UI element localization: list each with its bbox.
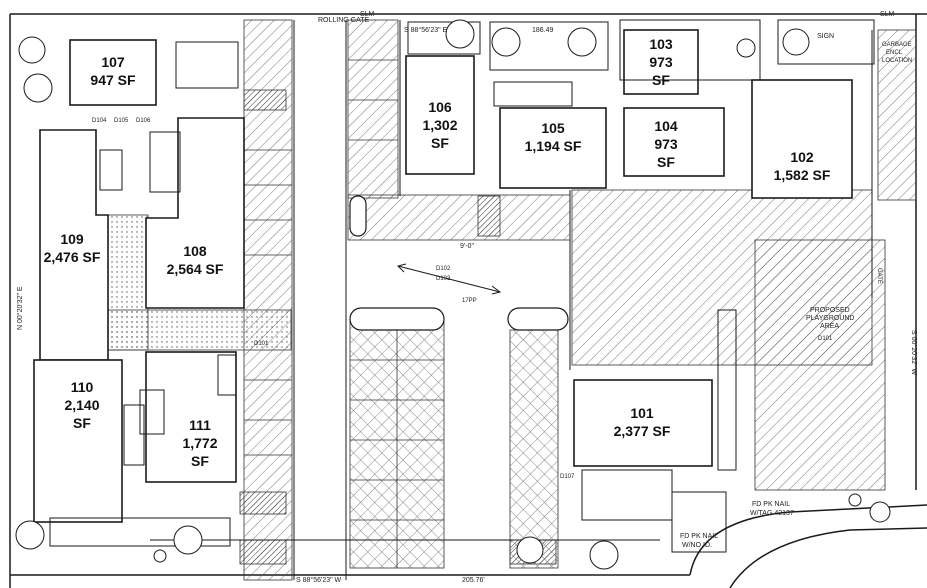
unit-109-id: 109 bbox=[60, 231, 84, 247]
unit-110-id: 110 bbox=[71, 379, 94, 395]
unit-111-area: 1,772 bbox=[182, 435, 217, 451]
sign-label: SIGN bbox=[817, 33, 834, 40]
unit-101-footprint bbox=[573, 379, 713, 467]
bearing-top: S 88°56'23" E bbox=[404, 26, 448, 34]
unit-102-area: 1,582 SF bbox=[774, 167, 831, 183]
traffic-arrow bbox=[397, 263, 502, 295]
distance-bottom: 205.76' bbox=[462, 577, 485, 584]
code-d102: D102 bbox=[436, 266, 451, 272]
playground-code: D101 bbox=[818, 336, 833, 342]
buildings bbox=[33, 29, 853, 523]
unit-105-footprint bbox=[499, 107, 607, 189]
fd-pk-nail-2-line1: FD PK NAIL bbox=[680, 533, 718, 540]
garbage-label-2: ENCL bbox=[886, 50, 903, 56]
playground-label-2: PLAYGROUND bbox=[806, 315, 855, 322]
trees bbox=[15, 19, 891, 570]
unit-108-id: 108 bbox=[183, 243, 207, 259]
unit-103-id: 103 bbox=[649, 36, 673, 52]
garbage-label-3: LOCATION bbox=[882, 58, 912, 64]
unit-111-footprint bbox=[145, 351, 237, 483]
playground-label-3: AREA bbox=[820, 323, 839, 330]
unit-108-footprint bbox=[145, 117, 245, 309]
unit-104-area: 973 bbox=[654, 136, 678, 152]
unit-102-footprint bbox=[751, 79, 853, 199]
dimension-9ft: 9'-0" bbox=[460, 243, 474, 250]
garbage-label-1: GARBAGE bbox=[882, 42, 912, 48]
parking-stalls bbox=[244, 59, 444, 568]
code-d101: D101 bbox=[254, 341, 269, 347]
unit-104-footprint bbox=[623, 107, 725, 177]
site-outlines bbox=[49, 19, 875, 580]
pp-label: 17PP bbox=[462, 298, 477, 304]
code-d106: D106 bbox=[136, 118, 151, 124]
gate-label: GATE bbox=[876, 268, 882, 284]
fd-pk-nail-1-line2: W/TAG 42137 bbox=[750, 510, 794, 517]
unit-labels: 107 947 SF 106 1,302 SF 105 1,194 SF 103… bbox=[44, 36, 831, 469]
unit-105-area: 1,194 SF bbox=[525, 138, 582, 154]
unit-106-id: 106 bbox=[428, 99, 452, 115]
unit-101-area: 2,377 SF bbox=[614, 423, 671, 439]
code-d104: D104 bbox=[92, 118, 107, 124]
unit-107-area: 947 SF bbox=[90, 72, 136, 88]
unit-111-unit: SF bbox=[191, 453, 209, 469]
unit-103-area: 973 bbox=[649, 54, 673, 70]
slm-top-label: SLM bbox=[360, 11, 375, 18]
unit-110-footprint bbox=[33, 359, 123, 523]
unit-109-area: 2,476 SF bbox=[44, 249, 101, 265]
unit-103-footprint bbox=[623, 29, 699, 95]
unit-106-unit: SF bbox=[431, 135, 449, 151]
unit-106-area: 1,302 bbox=[422, 117, 457, 133]
code-d105: D105 bbox=[114, 118, 129, 124]
unit-107-footprint bbox=[69, 39, 157, 106]
playground-label-1: PROPOSED bbox=[810, 307, 850, 314]
unit-111-id: 111 bbox=[189, 417, 211, 433]
unit-110-area: 2,140 bbox=[64, 397, 99, 413]
fd-pk-nail-2-line2: W/NO ID. bbox=[682, 542, 712, 549]
unit-104-unit: SF bbox=[657, 154, 675, 170]
code-d107: D107 bbox=[560, 474, 575, 480]
bearing-right: S 00°20'32" W bbox=[910, 330, 918, 376]
bearing-left: N 00°20'32" E bbox=[16, 286, 24, 330]
unit-105-id: 105 bbox=[541, 120, 565, 136]
annotations: ROLLING GATE SLM SLM SIGN GARBAGE ENCL L… bbox=[16, 11, 918, 584]
islands bbox=[349, 195, 569, 331]
code-d103: D103 bbox=[436, 276, 451, 282]
unit-103-unit: SF bbox=[652, 72, 670, 88]
fd-pk-nail-1-line1: FD PK NAIL bbox=[752, 501, 790, 508]
paving bbox=[95, 19, 917, 581]
bearing-bottom: S 88°56'23" W bbox=[296, 576, 342, 584]
slm-right-label: SLM bbox=[880, 11, 895, 18]
unit-107-id: 107 bbox=[101, 54, 125, 70]
unit-102-id: 102 bbox=[790, 149, 814, 165]
rolling-gate-label: ROLLING GATE bbox=[318, 17, 370, 24]
unit-106-footprint bbox=[405, 55, 475, 175]
unit-108-area: 2,564 SF bbox=[167, 261, 224, 277]
unit-101-id: 101 bbox=[630, 405, 654, 421]
unit-104-id: 104 bbox=[654, 118, 678, 134]
unit-110-unit: SF bbox=[73, 415, 91, 431]
distance-top: 186.49 bbox=[532, 27, 554, 34]
